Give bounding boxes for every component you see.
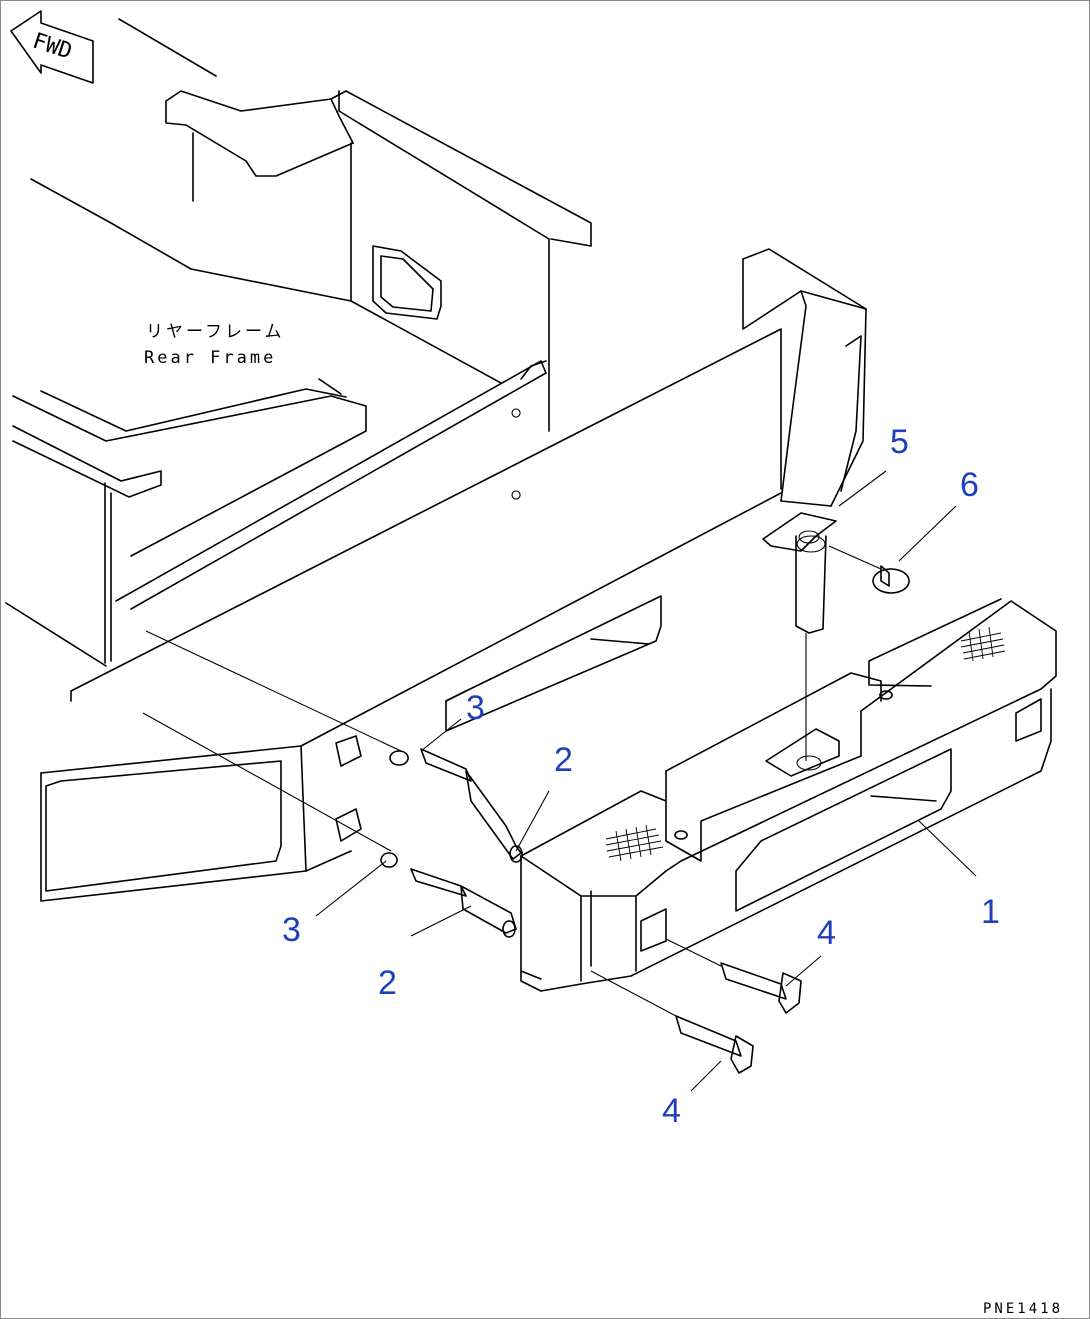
callout-2-lower: 2 — [378, 964, 397, 1002]
frame-label-en: Rear Frame — [144, 348, 276, 368]
bolt-sleeve-upper — [145, 630, 523, 863]
drawbar-part-1 — [520, 598, 1057, 992]
grip-mesh-left — [605, 824, 664, 862]
callout-1: 1 — [981, 893, 1000, 931]
hitch-beam — [40, 248, 867, 902]
callout-4-lower: 4 — [662, 1092, 681, 1130]
frame-label-jp: リヤーフレーム — [146, 322, 284, 342]
fwd-arrow-icon: FWD — [10, 10, 94, 84]
bolt-part-4-upper — [665, 938, 802, 1014]
fwd-label: FWD — [30, 29, 76, 65]
bolt-part-4-lower — [590, 970, 754, 1074]
callout-2-upper: 2 — [554, 741, 573, 779]
pin-part-5 — [795, 535, 827, 761]
callout-3-lower: 3 — [282, 911, 301, 949]
drawing-id: PNE1418 — [983, 1301, 1063, 1317]
callout-5: 5 — [890, 423, 909, 461]
grip-mesh-right — [960, 626, 1006, 662]
rear-frame — [5, 18, 592, 667]
callout-4-upper: 4 — [817, 914, 836, 952]
bolt-sleeve-lower — [142, 712, 517, 938]
callout-6: 6 — [960, 466, 979, 504]
lock-pin-part-6 — [828, 545, 910, 594]
leader-lines — [315, 470, 977, 1092]
callout-3-upper: 3 — [466, 689, 485, 727]
